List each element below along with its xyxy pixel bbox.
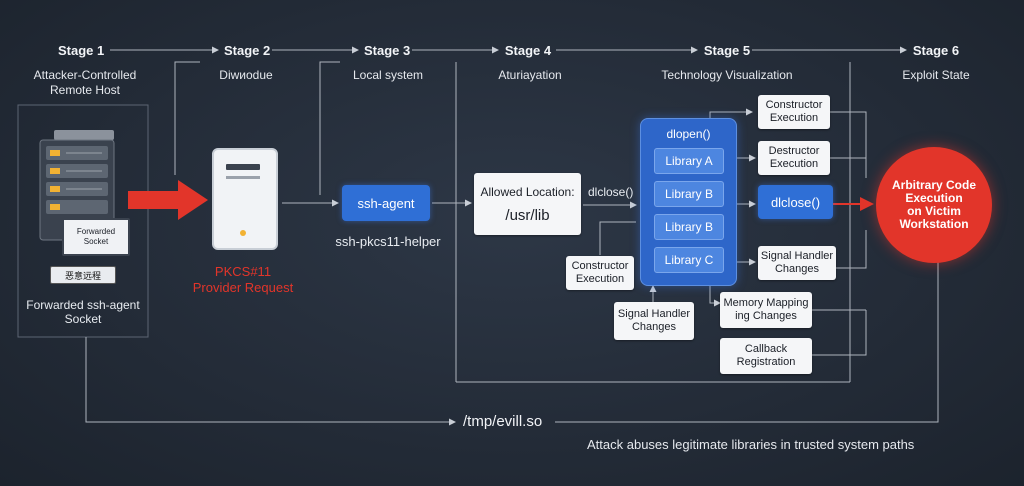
stage-3-title: Stage 3	[364, 43, 411, 58]
allowed-location-box[interactable]: Allowed Location: /usr/lib	[474, 173, 581, 235]
library-item[interactable]: Library A	[654, 148, 724, 174]
stage-4-title: Stage 4	[504, 43, 552, 58]
stage-2-title: Stage 2	[224, 43, 271, 58]
dlopen-library-panel: dlopen() Library A Library B Library B L…	[640, 118, 737, 286]
pkcs-request-label: PKCS#11 Provider Request	[180, 264, 306, 296]
red-attack-arrow	[128, 180, 208, 220]
exploit-state-node[interactable]: Arbitrary Code Execution on Victim Works…	[876, 147, 992, 263]
destructor-execution[interactable]: Destructor Execution	[758, 141, 830, 175]
stage-1-title: Stage 1	[58, 43, 105, 58]
dlclose-node[interactable]: dlclose()	[758, 185, 833, 219]
forwarded-socket-screen: Forwarded Socket	[62, 218, 130, 256]
tmp-evil-path: /tmp/evill.so	[463, 413, 543, 430]
callback-registration[interactable]: Callback Registration	[720, 338, 812, 374]
stage-2-subtitle: Diwиodue	[219, 68, 273, 82]
signal-handler-right[interactable]: Signal Handler Changes	[758, 246, 836, 280]
ssh-pkcs11-helper-label: ssh-pkcs11-helper	[335, 234, 441, 249]
footer-note: Attack abuses legitimate libraries in tr…	[587, 437, 915, 452]
dlopen-title: dlopen()	[666, 127, 711, 141]
exploit-state-label: Arbitrary Code Execution on Victim Works…	[891, 178, 977, 231]
stage-1-subtitle: Attacker-Controlled Remote Host	[33, 68, 137, 97]
stage-5-subtitle: Technology Visualization	[661, 68, 793, 82]
stage-6-title: Stage 6	[912, 43, 960, 58]
ssh-agent-node[interactable]: ssh-agent	[342, 185, 430, 221]
pkcs-line-1: PKCS#11	[214, 264, 272, 279]
constructor-execution-left[interactable]: Constructor Execution	[566, 256, 634, 290]
dlclose-inline-label: dlclose()	[588, 185, 634, 199]
allowed-location-label: Allowed Location:	[480, 185, 575, 199]
forwarded-agent-caption: Forwarded ssh-agent Socket	[26, 298, 140, 326]
keyboard-label: 恶意远程	[50, 266, 116, 284]
constructor-execution-right[interactable]: Constructor Execution	[758, 95, 830, 129]
stage-6-subtitle: Exploit State	[902, 68, 970, 82]
stage-5-title: Stage 5	[703, 43, 751, 58]
library-item[interactable]: Library C	[654, 247, 724, 273]
stage-4-subtitle: Aturiayation	[498, 68, 562, 82]
pkcs-line-2: Provider Request	[192, 280, 294, 295]
allowed-location-path: /usr/lib	[505, 207, 550, 224]
provider-server-icon	[212, 148, 278, 250]
signal-handler-bottom[interactable]: Signal Handler Changes	[614, 302, 694, 340]
library-item[interactable]: Library B	[654, 181, 724, 207]
server-rack-icon	[34, 122, 134, 256]
library-item[interactable]: Library B	[654, 214, 724, 240]
memory-mapping-changes[interactable]: Memory Mapping ing Changes	[720, 292, 812, 328]
stage-3-subtitle: Local system	[352, 68, 424, 82]
